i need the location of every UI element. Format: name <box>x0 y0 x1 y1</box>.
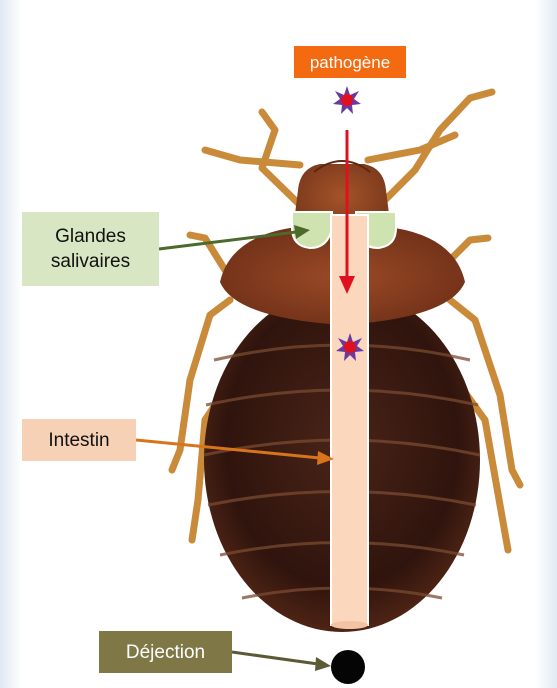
pathogen-star-icon <box>333 86 361 114</box>
pathogen-label: pathogène <box>294 46 406 78</box>
salivary-glands-label: Glandes salivaires <box>22 212 159 286</box>
intestine-label: Intestin <box>22 419 136 461</box>
intestine-end <box>331 621 368 629</box>
dropping-dot-icon <box>331 650 365 684</box>
dejection-pointer-arrow <box>232 652 331 671</box>
dejection-label: Déjection <box>99 631 232 673</box>
